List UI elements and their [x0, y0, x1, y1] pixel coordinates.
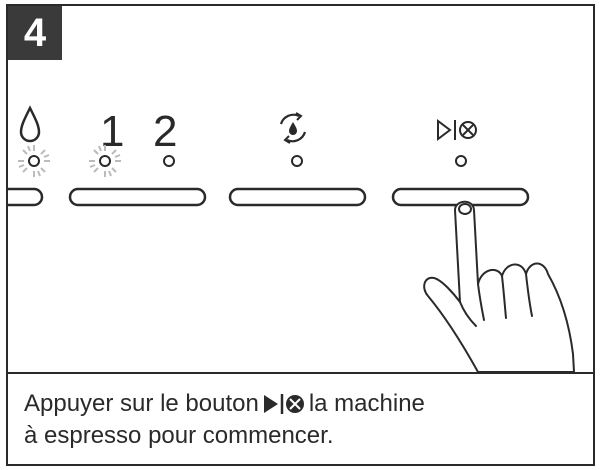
instruction-caption: Appuyer sur le bouton la machine à espres… — [24, 388, 584, 452]
descale-button[interactable] — [228, 187, 367, 207]
cup-one-label: 1 — [100, 107, 124, 156]
cup-two-label: 2 — [153, 107, 177, 156]
cup-size-button[interactable] — [68, 187, 207, 207]
descale-indicator-led — [291, 155, 303, 167]
caption-line-1: Appuyer sur le bouton la machine — [24, 388, 584, 420]
step-number-badge: 4 — [8, 6, 62, 60]
pressing-hand-illustration — [423, 200, 575, 372]
caption-divider — [8, 372, 593, 374]
start-stop-icon — [263, 394, 304, 414]
cup-one-indicator-led — [99, 155, 111, 167]
caption-text-after-icon: la machine — [308, 390, 425, 417]
control-panel-illustration: 1 2 — [8, 105, 575, 372]
caption-line-2: à espresso pour commencer. — [24, 422, 334, 449]
water-button[interactable] — [8, 187, 44, 207]
water-indicator-led — [28, 155, 40, 167]
water-drop-icon — [19, 105, 41, 143]
caption-text-before-icon: Appuyer sur le bouton — [24, 390, 259, 417]
start-stop-icon — [437, 119, 477, 141]
cup-two-indicator-led — [163, 155, 175, 167]
instruction-card — [6, 4, 595, 466]
start-stop-indicator-led — [455, 155, 467, 167]
descale-icon — [279, 112, 307, 144]
